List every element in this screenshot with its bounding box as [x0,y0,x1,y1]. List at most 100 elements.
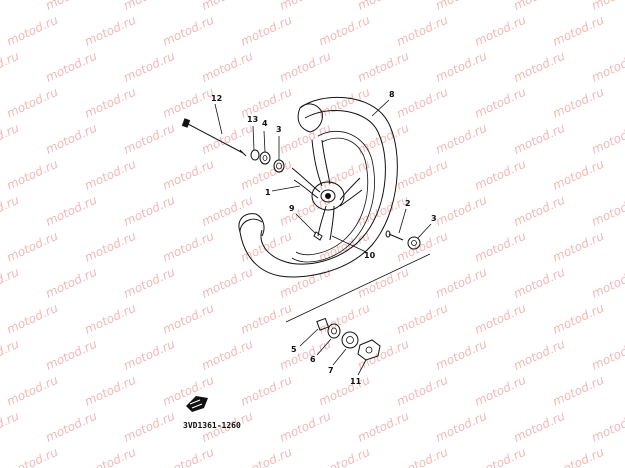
watermark-text: motod.ru [355,121,411,157]
spacer-2-end [385,230,391,238]
watermark-text: motod.ru [160,85,216,121]
watermark-text: motod.ru [589,49,625,85]
collar-13 [250,149,260,161]
watermark-text: motod.ru [199,265,255,301]
tire-inner [260,110,386,265]
watermark-text: motod.ru [589,409,625,445]
watermark-text: motod.ru [472,229,528,265]
callout-8: 8 [389,90,395,99]
watermark-text: motod.ru [0,193,22,229]
watermark-text: motod.ru [550,13,606,49]
watermark-text: motod.ru [43,337,99,373]
watermark-text: motod.ru [550,373,606,409]
collar-5 [316,317,330,331]
watermark-text: motod.ru [433,121,489,157]
watermark-text: motod.ru [121,193,177,229]
watermark-text: motod.ru [4,13,60,49]
watermark-text: motod.ru [511,265,567,301]
hub-inner [320,189,336,203]
spacer-2 [388,233,404,241]
lower-hub-parts [285,253,431,361]
watermark-text: motod.ru [199,193,255,229]
watermark-text: motod.ru [355,265,411,301]
rim-inner [295,137,369,256]
watermark-text: motod.ru [0,0,22,13]
watermark-text: motod.ru [4,85,60,121]
seal-4 [259,151,271,165]
bearing-7 [341,331,359,349]
watermark-text: motod.ru [550,445,606,468]
watermark-text: motod.ru [0,409,22,445]
watermark-text: motod.ru [394,157,450,193]
watermark-text: motod.ru [121,265,177,301]
axle-part [181,118,247,157]
right-hub-parts [385,230,421,250]
rim-outer [291,131,375,263]
watermark-text: motod.ru [277,265,333,301]
watermark-text: motod.ru [355,409,411,445]
watermark-text: motod.ru [43,0,99,13]
callout-3-left: 3 [276,125,282,134]
watermark-text: motod.ru [316,13,372,49]
watermark-text: motod.ru [4,157,60,193]
watermark-text: motod.ru [433,265,489,301]
watermark-text: motod.ru [238,301,294,337]
axle-tip [239,149,247,157]
spoke-right [339,177,363,207]
watermark-text: motod.ru [4,373,60,409]
watermark-text: motod.ru [394,445,450,468]
watermark-text: motod.ru [511,193,567,229]
watermark-text: motod.ru [316,445,372,468]
watermark-text: motod.ru [472,85,528,121]
watermark-text: motod.ru [511,409,567,445]
watermark-text: motod.ru [433,0,489,13]
watermark-text: motod.ru [550,157,606,193]
callout-10: 10 [364,251,376,260]
watermark-text: motod.ru [43,193,99,229]
watermark-text: motod.ru [82,373,138,409]
watermark-text: motod.ru [394,85,450,121]
watermark-text: motod.ru [316,85,372,121]
watermark-text: motod.ru [238,373,294,409]
watermark-text: motod.ru [355,0,411,13]
watermark-text: motod.ru [82,445,138,468]
watermark-text: motod.ru [277,49,333,85]
watermark-text: motod.ru [121,0,177,13]
watermark-text: motod.ru [472,301,528,337]
bearing-3-right-inner [411,240,417,246]
tire-outer [239,96,398,278]
watermark-text: motod.ru [238,445,294,468]
watermark-text: motod.ru [394,13,450,49]
watermark-text: motod.ru [4,301,60,337]
watermark-text: motod.ru [43,121,99,157]
watermark-text: motod.ru [43,49,99,85]
watermark-text: motod.ru [82,13,138,49]
watermark-text: motod.ru [472,445,528,468]
watermark-text: motod.ru [511,0,567,13]
watermark-text: motod.ru [472,373,528,409]
callout-2: 2 [405,199,411,208]
callout-1: 1 [265,188,271,197]
callout-12: 12 [211,94,222,103]
watermark-text: motod.ru [277,0,333,13]
watermark-text: motod.ru [433,49,489,85]
watermark-text: motod.ru [0,49,22,85]
watermark-text: motod.ru [160,229,216,265]
watermark-text: motod.ru [433,337,489,373]
hub-bore [325,193,331,199]
watermark-text: motod.ru [550,229,606,265]
explode-line [285,253,431,323]
watermark-text: motod.ru [277,409,333,445]
watermark-text: motod.ru [160,373,216,409]
callout-7: 7 [328,366,334,375]
watermark-text: motod.ru [550,85,606,121]
callout-4: 4 [262,119,268,128]
watermark-text: motod.ru [433,409,489,445]
watermark-text: motod.ru [160,445,216,468]
watermark-text: motod.ru [199,121,255,157]
callout-9: 9 [289,204,295,213]
watermark-text: motod.ru [511,49,567,85]
watermark-text: motod.ru [43,409,99,445]
